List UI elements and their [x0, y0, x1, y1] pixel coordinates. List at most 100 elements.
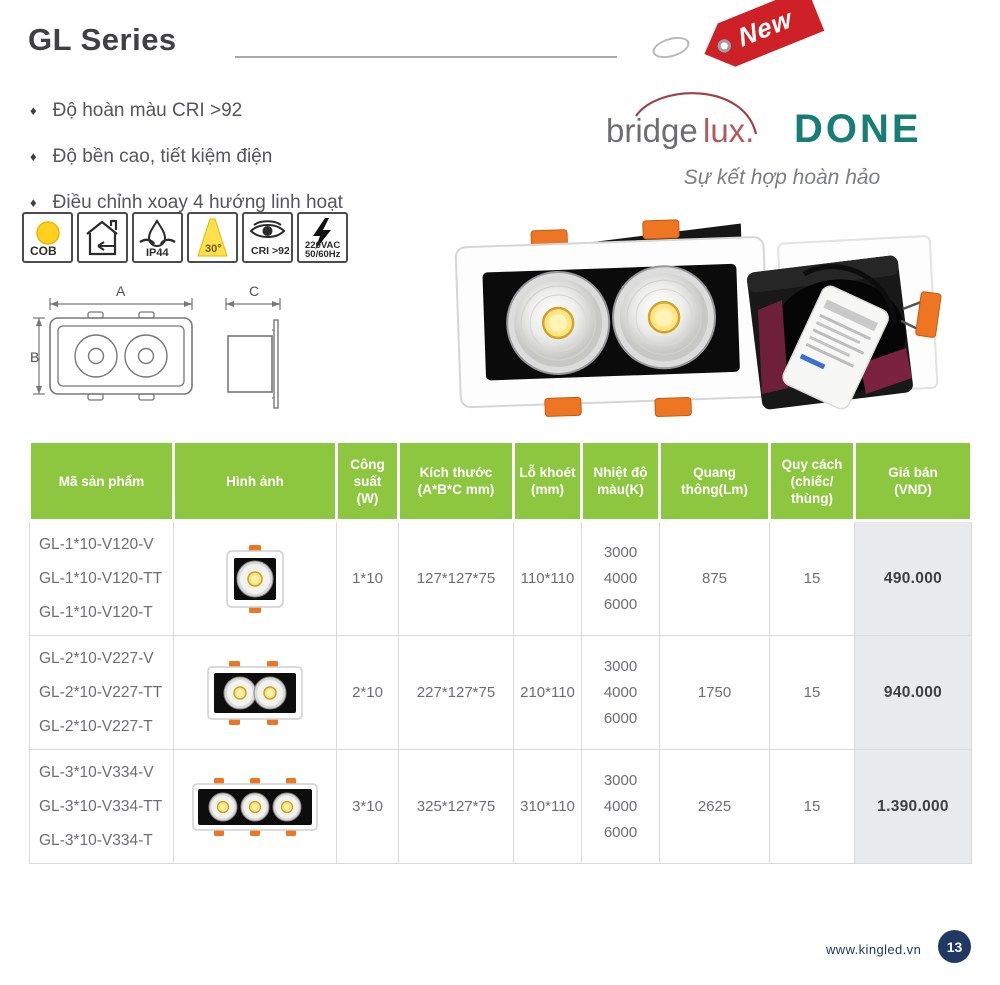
col-header-code: Mã sản phẩm [28, 440, 175, 522]
color-temp-value: 3000 4000 6000 [581, 635, 660, 750]
table-row: GL-3*10-V334-V GL-3*10-V334-TT GL-3*10-V… [29, 749, 972, 864]
product-thumb-2-lamp [207, 660, 303, 725]
indoor-use-icon [77, 212, 128, 263]
table-row: GL-1*10-V120-V GL-1*10-V120-TT GL-1*10-V… [29, 520, 972, 636]
col-header-pack: Quy cách (chiếc/ thùng) [768, 440, 856, 522]
product-code: GL-2*10-V227-T [39, 717, 153, 735]
feature-text: Điều chỉnh xoay 4 hướng linh hoạt [52, 192, 343, 213]
cri-icon: CRI >92 [242, 212, 293, 263]
power-value: 2*10 [336, 635, 399, 750]
dim-a-label: A [116, 283, 126, 299]
diamond-bullet-icon: ♦ [30, 195, 37, 210]
lumen-value: 2625 [659, 749, 770, 864]
spring-clip [900, 291, 942, 338]
product-back-photo [747, 235, 942, 410]
ip44-label: IP44 [146, 247, 170, 259]
product-thumb-cell [173, 520, 337, 636]
brand-tagline: Sự kết hợp hoàn hảo [683, 166, 881, 189]
dim-b-label: B [30, 349, 39, 365]
cob-label: COB [30, 244, 57, 258]
col-header-image: Hình ảnh [172, 440, 338, 522]
product-spec-table: Mã sản phẩm Hình ảnh Công suất (W) Kích … [28, 440, 973, 864]
feature-list: ♦ Độ hoàn màu CRI >92 ♦ Độ bền cao, tiết… [30, 96, 343, 234]
product-code: GL-3*10-V334-V [39, 763, 154, 781]
title-underline [235, 56, 617, 58]
size-value: 227*127*75 [398, 635, 514, 750]
bridgelux-arc [635, 92, 758, 135]
product-code: GL-1*10-V120-T [39, 603, 153, 621]
price-value: 1.390.000 [854, 749, 972, 864]
product-code: GL-2*10-V227-V [39, 649, 154, 667]
color-temp-value: 3000 4000 6000 [581, 520, 660, 636]
new-tag-label: New [734, 2, 796, 53]
power-value: 1*10 [336, 520, 399, 636]
brand-logos: bridge lux. DONE [606, 92, 922, 156]
beam-angle-icon: 30° [187, 212, 238, 263]
product-code: GL-1*10-V120-V [39, 535, 154, 553]
cri-label: CRI >92 [251, 245, 289, 257]
dim-c-label: C [249, 283, 259, 299]
product-front-photo [454, 219, 770, 418]
lamp-module [506, 270, 611, 375]
diamond-bullet-icon: ♦ [30, 103, 37, 118]
bridgelux-text-red: lux. [703, 112, 754, 149]
table-header-row: Mã sản phẩm Hình ảnh Công suất (W) Kích … [28, 440, 973, 522]
size-value: 325*127*75 [398, 749, 514, 864]
feature-item: ♦ Điều chỉnh xoay 4 hướng linh hoạt [30, 188, 343, 217]
pack-value: 15 [769, 635, 855, 750]
lumen-value: 875 [659, 520, 770, 636]
pack-value: 15 [769, 749, 855, 864]
voltage-icon: 220VAC 50/60Hz [297, 212, 348, 263]
ip44-icon: IP44 [132, 212, 183, 263]
product-code: GL-3*10-V334-T [39, 831, 153, 849]
power-value: 3*10 [336, 749, 399, 864]
voltage-label-1: 220VAC [305, 240, 340, 251]
product-codes: GL-2*10-V227-V GL-2*10-V227-TT GL-2*10-V… [29, 635, 174, 750]
product-code: GL-2*10-V227-TT [39, 683, 163, 701]
col-header-size: Kích thước (A*B*C mm) [397, 440, 515, 522]
done-logo: DONE [794, 107, 922, 151]
hole-value: 210*110 [513, 635, 582, 750]
product-thumb-3-lamp [192, 777, 318, 836]
bridgelux-text-gray: bridge [606, 112, 698, 149]
col-header-hole: Lỗ khoét (mm) [512, 440, 583, 522]
hole-value: 110*110 [513, 520, 582, 636]
diamond-bullet-icon: ♦ [30, 149, 37, 164]
new-tag-badge: New [696, 0, 825, 76]
product-code: GL-1*10-V120-TT [39, 569, 163, 587]
col-header-price: Giá bán (VND) [853, 440, 973, 522]
lamp-module [612, 265, 717, 370]
driver-box [782, 285, 889, 410]
col-header-power: Công suất (W) [335, 440, 400, 522]
product-thumb-cell [173, 635, 337, 750]
table-row: GL-2*10-V227-V GL-2*10-V227-TT GL-2*10-V… [29, 635, 972, 750]
cob-icon: COB [22, 212, 73, 263]
product-codes: GL-1*10-V120-V GL-1*10-V120-TT GL-1*10-V… [29, 520, 174, 636]
col-header-lumen: Quang thông(Lm) [658, 440, 771, 522]
price-value: 940.000 [854, 635, 972, 750]
size-value: 127*127*75 [398, 520, 514, 636]
feature-item: ♦ Độ hoàn màu CRI >92 [30, 96, 343, 125]
feature-text: Độ hoàn màu CRI >92 [52, 100, 243, 121]
price-value: 490.000 [854, 520, 972, 636]
bridgelux-logo: bridge lux. [606, 92, 758, 149]
tag-hole [716, 37, 733, 54]
tag-string [650, 33, 692, 62]
page-number: 13 [946, 938, 963, 955]
dimension-diagram: A B C [30, 283, 281, 409]
pack-value: 15 [769, 520, 855, 636]
product-codes: GL-3*10-V334-V GL-3*10-V334-TT GL-3*10-V… [29, 749, 174, 864]
product-code: GL-3*10-V334-TT [39, 797, 163, 815]
hole-value: 310*110 [513, 749, 582, 864]
product-thumb-cell [173, 749, 337, 864]
color-temp-value: 3000 4000 6000 [581, 749, 660, 864]
page-title: GL Series [28, 22, 177, 57]
lumen-value: 1750 [659, 635, 770, 750]
feature-item: ♦ Độ bền cao, tiết kiệm điện [30, 142, 343, 171]
page-number-badge: 13 [938, 930, 971, 963]
website-text: www.kingled.vn [826, 942, 922, 957]
beam-angle-label: 30° [205, 243, 222, 255]
feature-text: Độ bền cao, tiết kiệm điện [52, 146, 273, 167]
voltage-label-2: 50/60Hz [305, 249, 341, 259]
product-thumb-1-lamp [226, 544, 284, 613]
